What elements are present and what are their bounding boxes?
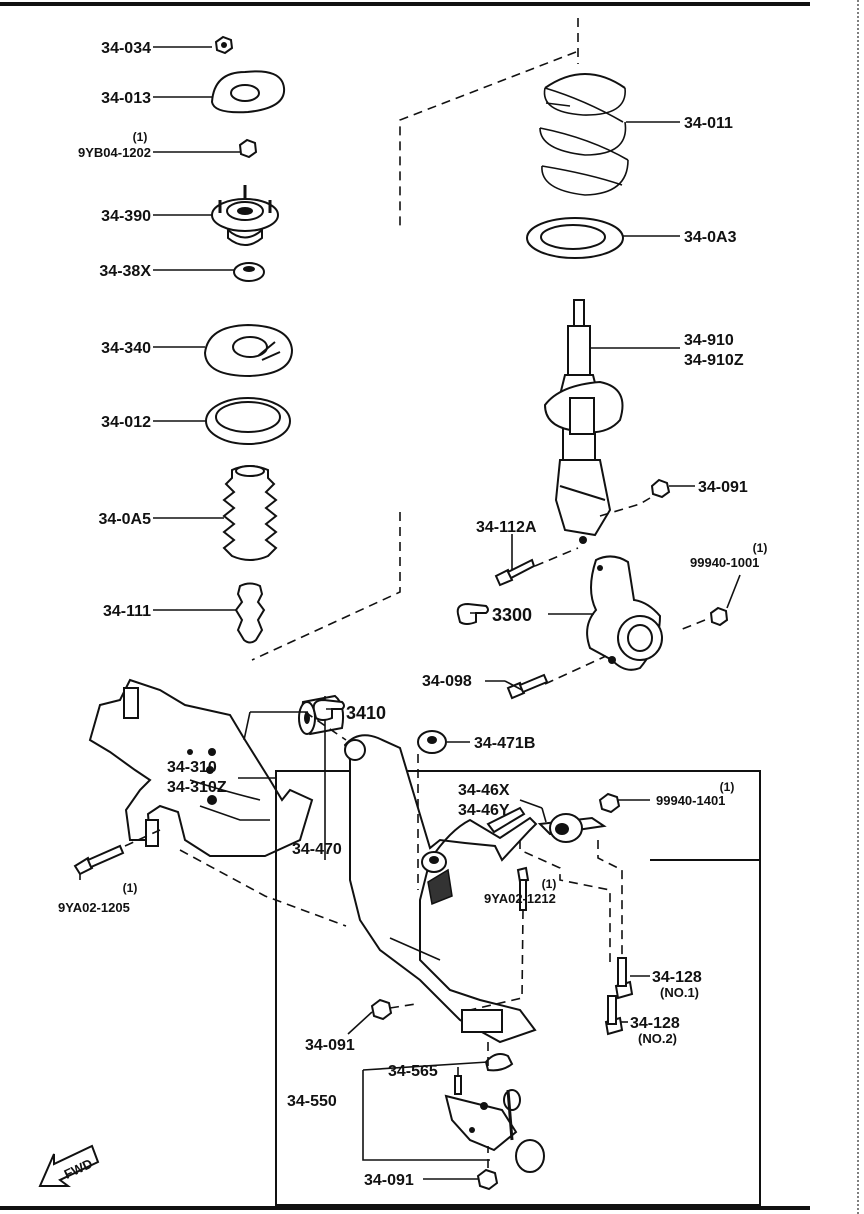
label-34-128-no1[interactable]: 34-128 — [652, 969, 702, 986]
nut-9yb04-1202[interactable] — [238, 138, 258, 159]
label-3300[interactable]: 3300 — [492, 605, 532, 625]
label-99940-1001-qty: (1) — [753, 541, 768, 555]
bump-stop-34-111[interactable] — [234, 582, 266, 644]
label-99940-1401-qty: (1) — [720, 780, 735, 794]
bolt-34-112a[interactable] — [494, 558, 536, 587]
spring-seat-34-0a3[interactable] — [526, 217, 624, 259]
bushing-34-38x[interactable] — [233, 262, 265, 282]
part-labels: 34-034 34-013 (1) 9YB04-1202 34-390 34-3… — [58, 40, 767, 1189]
label-34-112a[interactable]: 34-112A — [476, 519, 537, 536]
label-9ya02-1212[interactable]: 9YA02-1212 — [484, 891, 556, 906]
label-9ya02-1205-qty: (1) — [123, 881, 138, 895]
label-34-098[interactable]: 34-098 — [422, 673, 472, 690]
nut-99940-1401[interactable] — [598, 792, 621, 814]
label-34-310z[interactable]: 34-310Z — [167, 779, 227, 796]
label-3410[interactable]: 3410 — [346, 703, 386, 723]
seat-34-340[interactable] — [203, 323, 294, 378]
ball-joint-34-550[interactable] — [444, 1075, 545, 1173]
lower-arm-34-310[interactable] — [343, 734, 538, 1044]
coil-spring-34-011[interactable] — [539, 73, 629, 196]
label-34-910z[interactable]: 34-910Z — [684, 352, 744, 369]
label-34-470[interactable]: 34-470 — [292, 841, 342, 858]
bushing-34-46x[interactable] — [537, 813, 607, 843]
label-9yb04-1202[interactable]: 9YB04-1202 — [78, 145, 151, 160]
crossmember-3410[interactable] — [88, 678, 314, 857]
nut-99940-1001[interactable] — [709, 606, 729, 627]
mount-34-390[interactable] — [211, 185, 279, 246]
plate-34-013[interactable] — [210, 70, 286, 114]
label-34-012[interactable]: 34-012 — [101, 414, 151, 431]
label-34-013[interactable]: 34-013 — [101, 90, 151, 107]
bolt-9ya02-1205[interactable] — [73, 844, 125, 876]
label-34-910[interactable]: 34-910 — [684, 332, 734, 349]
label-34-471b[interactable]: 34-471B — [474, 735, 535, 752]
nut-34-091-top[interactable] — [650, 478, 671, 499]
label-34-310[interactable]: 34-310 — [167, 759, 217, 776]
cap-34-565[interactable] — [484, 1053, 514, 1072]
label-34-091-mid[interactable]: 34-091 — [305, 1037, 355, 1054]
strut-34-910[interactable] — [543, 299, 624, 544]
label-34-034[interactable]: 34-034 — [101, 40, 151, 57]
washer-34-471b[interactable] — [417, 730, 447, 754]
fwd-arrow-icon: FWD — [38, 1144, 100, 1187]
leader-lines — [79, 46, 741, 1180]
label-34-0a3[interactable]: 34-0A3 — [684, 229, 737, 246]
label-34-111[interactable]: 34-111 — [103, 603, 151, 620]
label-34-340[interactable]: 34-340 — [101, 340, 151, 357]
bolt-34-098[interactable] — [506, 673, 549, 700]
pointing-hand-icon[interactable] — [312, 698, 345, 721]
label-99940-1001[interactable]: 99940-1001 — [690, 555, 759, 570]
label-34-550[interactable]: 34-550 — [287, 1093, 337, 1110]
label-34-091-bot[interactable]: 34-091 — [364, 1172, 414, 1189]
label-34-565[interactable]: 34-565 — [388, 1063, 438, 1080]
label-34-128-no2[interactable]: 34-128 — [630, 1015, 680, 1032]
boot-34-0a5[interactable] — [222, 465, 278, 561]
nut-34-091-mid[interactable] — [370, 998, 393, 1021]
nut-34-091-bot[interactable] — [476, 1168, 499, 1191]
label-34-390[interactable]: 34-390 — [101, 208, 151, 225]
label-9ya02-1205[interactable]: 9YA02-1205 — [58, 900, 130, 915]
label-9ya02-1212-qty: (1) — [542, 877, 557, 891]
bolt-34-128-no2[interactable] — [604, 995, 624, 1036]
bolt-34-128-no1[interactable] — [614, 957, 634, 1000]
label-34-091-top[interactable]: 34-091 — [698, 479, 748, 496]
label-34-011[interactable]: 34-011 — [684, 115, 733, 132]
label-34-0a5[interactable]: 34-0A5 — [99, 511, 152, 528]
label-99940-1401[interactable]: 99940-1401 — [656, 793, 725, 808]
label-no2: (NO.2) — [638, 1031, 677, 1046]
pointing-hand-icon[interactable] — [456, 602, 489, 625]
label-no1: (NO.1) — [660, 985, 699, 1000]
dashed-connectors — [124, 18, 706, 1168]
label-9yb04-qty: (1) — [133, 130, 148, 144]
knuckle-3300[interactable] — [586, 555, 663, 671]
lower-arm-group-frame — [275, 770, 761, 1206]
label-34-46x[interactable]: 34-46X — [458, 782, 510, 799]
bearing-34-012[interactable] — [205, 397, 291, 445]
nut-34-034[interactable] — [214, 35, 234, 55]
label-34-38x[interactable]: 34-38X — [99, 263, 151, 280]
label-34-46y[interactable]: 34-46Y — [458, 802, 510, 819]
